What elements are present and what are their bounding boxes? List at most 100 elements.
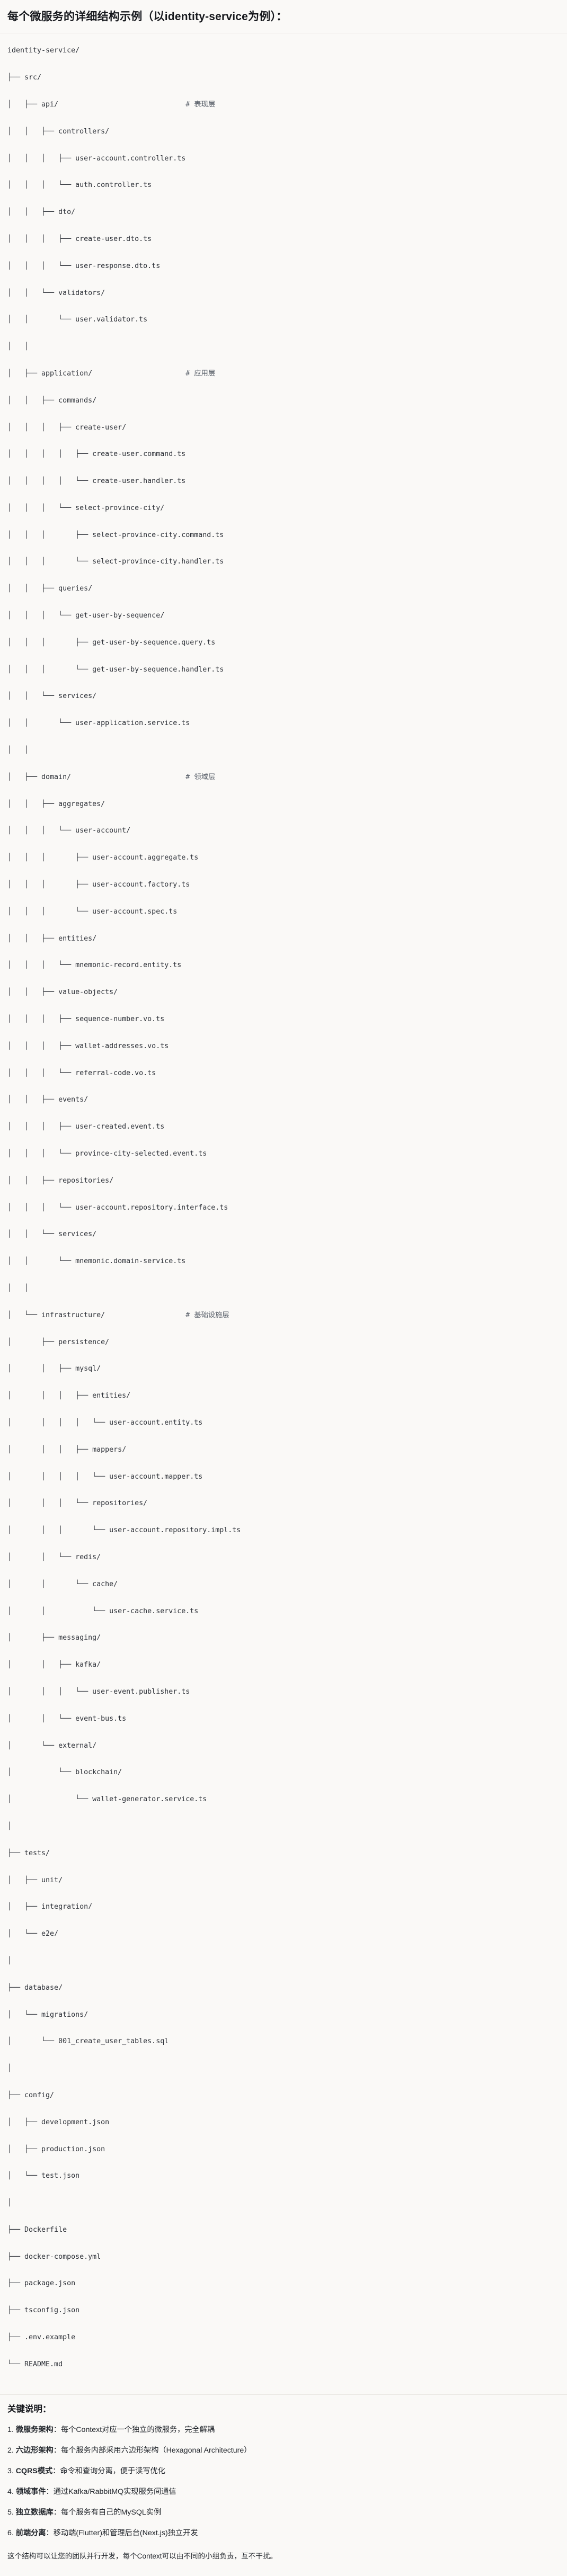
tree-line-text: │ ├── development.json: [7, 2118, 110, 2126]
tree-line-text: │ │ │ └── user-account.repository.interf…: [7, 1203, 228, 1212]
tree-line-text: │ │ │ ├── user-account.aggregate.ts: [7, 854, 199, 862]
tree-line-text: │ │ └── services/: [7, 692, 97, 701]
tree-line-text: │ │ │ └── mnemonic-record.entity.ts: [7, 961, 182, 970]
tree-line-gap: [105, 1311, 185, 1319]
key-note-term: 前端分离: [15, 2528, 46, 2537]
tree-line-text: │ │: [7, 343, 29, 351]
tree-line: │ │ ├── events/: [7, 1093, 560, 1106]
tree-line-text: │ │ │ └── get-user-by-sequence.handler.t…: [7, 665, 224, 674]
tree-line: ├── tsconfig.json: [7, 2304, 560, 2317]
tree-line-text: │ ├── unit/: [7, 1876, 63, 1884]
tree-line: │ ├── application/ # 应用层: [7, 367, 560, 380]
key-note-separator: ：: [52, 2466, 60, 2475]
tree-line-text: │ │ └── validators/: [7, 289, 105, 297]
tree-line-text: │ └── test.json: [7, 2172, 80, 2180]
tree-line: │ │ │ └── user-account.repository.impl.t…: [7, 1524, 560, 1537]
tree-line-text: │ │ │ │ └── user-account.entity.ts: [7, 1418, 203, 1427]
tree-line: │ │ │ ├── mappers/: [7, 1443, 560, 1456]
tree-line-text: │ │ ├── kafka/: [7, 1661, 101, 1669]
tree-line-text: │ │: [7, 746, 29, 755]
tree-line: └── README.md: [7, 2358, 560, 2371]
tree-line: │ │ └── cache/: [7, 1578, 560, 1591]
key-note-body: 每个Context对应一个独立的微服务，完全解耦: [60, 2425, 215, 2434]
tree-line-text: │ │ └── user.validator.ts: [7, 316, 148, 324]
tree-line: │ │ │ ├── sequence-number.vo.ts: [7, 1013, 560, 1026]
key-note-term: 独立数据库: [15, 2508, 54, 2517]
closing-paragraph: 这个结构可以让您的团队并行开发，每个Context可以由不同的小组负责，互不干扰…: [7, 2552, 278, 2560]
tree-line-text: └── README.md: [7, 2360, 63, 2368]
tree-line: │ ├── unit/: [7, 1874, 560, 1887]
tree-line: ├── Dockerfile: [7, 2223, 560, 2237]
key-note-separator: ：: [53, 2508, 61, 2517]
tree-line-text: │ └── infrastructure/: [7, 1311, 105, 1319]
tree-line-text: │ ├── integration/: [7, 1903, 93, 1911]
tree-line-comment: # 领域层: [185, 773, 216, 781]
tree-line-text: │ │ │ ├── create-user.dto.ts: [7, 235, 152, 243]
key-note-number: 3.: [7, 2466, 16, 2475]
tree-line-text: │ │ │ ├── get-user-by-sequence.query.ts: [7, 638, 216, 647]
tree-line: │ │ │ ├── user-created.event.ts: [7, 1120, 560, 1133]
tree-line-text: │ │ └── user-application.service.ts: [7, 719, 190, 728]
tree-line-gap: [71, 773, 185, 781]
tree-line-text: │ │ │ ├── user-account.controller.ts: [7, 154, 186, 163]
tree-line-text: │ ├── api/: [7, 100, 59, 109]
tree-line-text: ├── database/: [7, 1983, 63, 1992]
tree-line: │ ├── development.json: [7, 2116, 560, 2129]
tree-line-text: │ ├── domain/: [7, 773, 72, 781]
tree-line: │ │ │ └── select-province-city.handler.t…: [7, 555, 560, 568]
tree-line: │ │ ├── mysql/: [7, 1362, 560, 1375]
tree-line: ├── src/: [7, 71, 560, 84]
key-note-number: 6.: [7, 2528, 16, 2537]
tree-line: │ │ │ └── user-account/: [7, 824, 560, 837]
tree-line-text: │ │ │ └── get-user-by-sequence/: [7, 612, 165, 620]
key-note-item: 4. 领域事件：通过Kafka/RabbitMQ实现服务间通信: [7, 2486, 560, 2498]
tree-line-text: │ │ │ ├── select-province-city.command.t…: [7, 531, 224, 539]
tree-line-text: │ │ │ ├── user-created.event.ts: [7, 1123, 165, 1131]
tree-line: │ │ │ │ └── user-account.entity.ts: [7, 1416, 560, 1429]
tree-line: │ │ │ ├── select-province-city.command.t…: [7, 529, 560, 542]
tree-line-text: │ └── blockchain/: [7, 1768, 122, 1777]
key-note-item: 3. CQRS模式：命令和查询分离，便于读写优化: [7, 2465, 560, 2477]
tree-line: ├── config/: [7, 2089, 560, 2102]
tree-line-text: │ │ │ └── user-account/: [7, 827, 131, 835]
tree-line: │ │ └── user-cache.service.ts: [7, 1605, 560, 1618]
tree-line-text: │ │ ├── commands/: [7, 396, 97, 405]
tree-line-text: │ │ │ └── province-city-selected.event.t…: [7, 1150, 207, 1158]
tree-line: │ │ ├── commands/: [7, 394, 560, 407]
tree-line-text: │ │ ├── controllers/: [7, 127, 110, 136]
tree-line: ├── tests/: [7, 1847, 560, 1860]
tree-line: │ │ │ └── province-city-selected.event.t…: [7, 1147, 560, 1160]
tree-line-text: │ │ │ ├── create-user/: [7, 423, 127, 432]
tree-line-text: ├── package.json: [7, 2279, 76, 2288]
tree-line: │ │ └── mnemonic.domain-service.ts: [7, 1255, 560, 1268]
tree-line-text: ├── docker-compose.yml: [7, 2252, 101, 2261]
tree-line: identity-service/: [7, 44, 560, 57]
tree-line: │ │ └── services/: [7, 690, 560, 703]
key-note-body: 每个服务有自己的MySQL实例: [60, 2508, 162, 2517]
tree-line-gap: [58, 101, 185, 109]
tree-line-text: │ ├── application/: [7, 369, 93, 378]
tree-line: │ │ ├── kafka/: [7, 1658, 560, 1671]
tree-line: │ │ └── redis/: [7, 1551, 560, 1564]
key-note-number: 2.: [7, 2446, 16, 2455]
tree-line: │ │ ├── entities/: [7, 932, 560, 945]
tree-line: ├── package.json: [7, 2277, 560, 2290]
tree-line: │ │ │ └── auth.controller.ts: [7, 178, 560, 192]
key-notes-title: 关键说明：: [7, 2404, 51, 2414]
tree-line: │ │ │ ├── create-user/: [7, 421, 560, 434]
key-note-item: 1. 微服务架构：每个Context对应一个独立的微服务，完全解耦: [7, 2424, 560, 2436]
tree-line: │ │ └── validators/: [7, 287, 560, 300]
tree-line-text: │ │ │ ├── user-account.factory.ts: [7, 881, 190, 889]
tree-line-text: │ │ ├── value-objects/: [7, 988, 118, 997]
tree-line-comment: # 应用层: [185, 369, 216, 378]
tree-line-text: │ │ ├── repositories/: [7, 1176, 114, 1185]
tree-line-text: │ │ │ ├── entities/: [7, 1392, 131, 1400]
tree-line: │: [7, 2062, 560, 2075]
tree-line: │ │ │ └── get-user-by-sequence.handler.t…: [7, 663, 560, 676]
tree-line-text: │ │ │ └── user-account.repository.impl.t…: [7, 1526, 241, 1535]
directory-tree-block: identity-service/ ├── src/ │ ├── api/ # …: [0, 33, 567, 2395]
directory-tree: identity-service/ ├── src/ │ ├── api/ # …: [7, 44, 560, 2384]
tree-line: │ │ │ └── user-account.repository.interf…: [7, 1201, 560, 1214]
